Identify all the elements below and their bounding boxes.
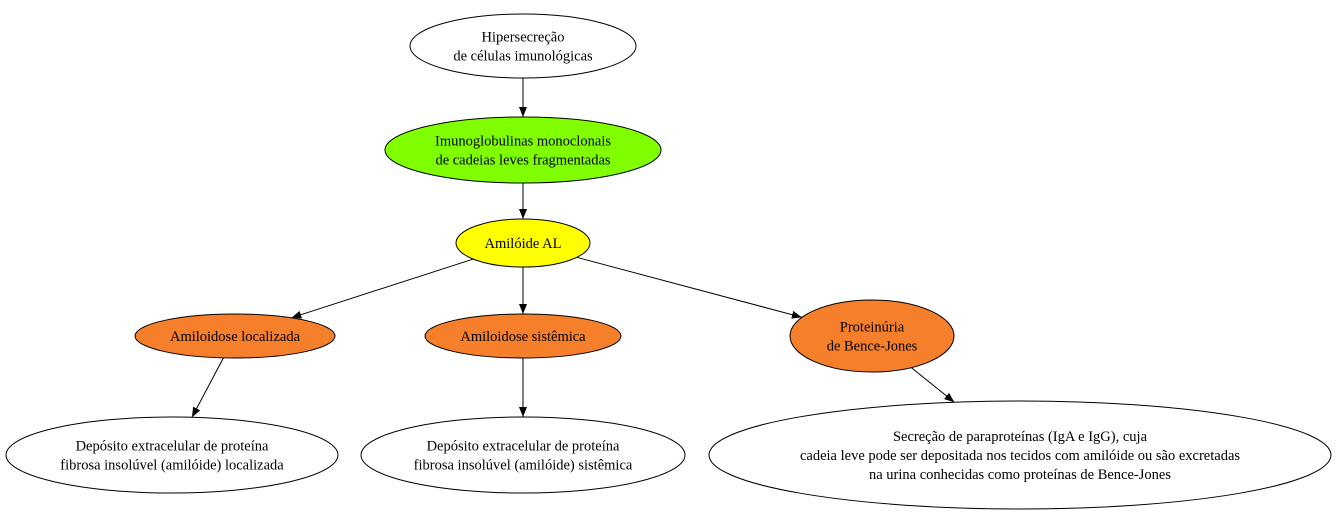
node-amiloide-al-label-line: Amilóide AL — [485, 236, 562, 252]
node-imunoglobulinas-label-line: Imunoglobulinas monoclonais — [435, 134, 611, 150]
node-hipersecrecao-shape — [409, 13, 637, 79]
node-secrecao-label-line: na urina conhecidas como proteínas de Be… — [869, 467, 1171, 483]
node-amiloide-al-shape — [455, 218, 591, 268]
node-amiloidose-sistemica: Amiloidose sistêmica — [424, 313, 622, 359]
node-secrecao-label-line: cadeia leve pode ser depositada nos teci… — [800, 448, 1240, 464]
edge-amiloide-al-to-amiloidose-localizada — [291, 258, 474, 319]
node-deposito-sistemica-label-line: fibrosa insolúvel (amilóide) sistêmica — [414, 458, 633, 474]
nodes-layer: Hipersecreção de células imunológicasImun… — [5, 13, 1332, 510]
node-deposito-sistemica: Depósito extracelular de proteína fibrosa… — [360, 416, 686, 494]
node-hipersecrecao: Hipersecreção de células imunológicas — [409, 13, 637, 79]
node-amiloidose-sistemica-shape — [424, 313, 622, 359]
node-deposito-localizada-label-line: Depósito extracelular de proteína — [76, 439, 269, 455]
node-secrecao-shape — [708, 400, 1332, 510]
node-hipersecrecao-label-line: de células imunológicas — [453, 49, 593, 65]
edges-layer — [191, 78, 955, 418]
node-amiloidose-localizada-shape — [134, 313, 336, 359]
node-imunoglobulinas: Imunoglobulinas monoclonais de cadeias le… — [384, 116, 662, 184]
node-hipersecrecao-label-line: Hipersecreção — [482, 30, 565, 46]
node-imunoglobulinas-label-line: de cadeias leves fragmentadas — [435, 153, 610, 169]
node-deposito-localizada: Depósito extracelular de proteína fibrosa… — [5, 416, 339, 494]
node-proteinuria-label-line: de Bence-Jones — [827, 339, 918, 355]
node-deposito-localizada-shape — [5, 416, 339, 494]
edge-amiloidose-localizada-to-deposito-localizada — [191, 357, 224, 418]
node-imunoglobulinas-shape — [384, 116, 662, 184]
node-amiloide-al: Amilóide AL — [455, 218, 591, 268]
edge-amiloide-al-to-proteinuria — [576, 256, 803, 319]
node-secrecao: Secreção de paraproteínas (IgA e IgG), c… — [708, 400, 1332, 510]
node-proteinuria-label-line: Proteinúria — [840, 320, 905, 336]
node-deposito-sistemica-shape — [360, 416, 686, 494]
node-secrecao-label-line: Secreção de paraproteínas (IgA e IgG), c… — [893, 429, 1148, 445]
node-proteinuria-shape — [789, 299, 955, 373]
node-amiloidose-sistemica-label-line: Amiloidose sistêmica — [460, 329, 586, 345]
node-deposito-localizada-label-line: fibrosa insolúvel (amilóide) localizada — [60, 458, 284, 474]
node-amiloidose-localizada: Amiloidose localizada — [134, 313, 336, 359]
node-proteinuria: Proteinúria de Bence-Jones — [789, 299, 955, 373]
edge-proteinuria-to-secrecao — [910, 367, 955, 403]
node-amiloidose-localizada-label-line: Amiloidose localizada — [170, 329, 301, 345]
node-deposito-sistemica-label-line: Depósito extracelular de proteína — [427, 439, 620, 455]
